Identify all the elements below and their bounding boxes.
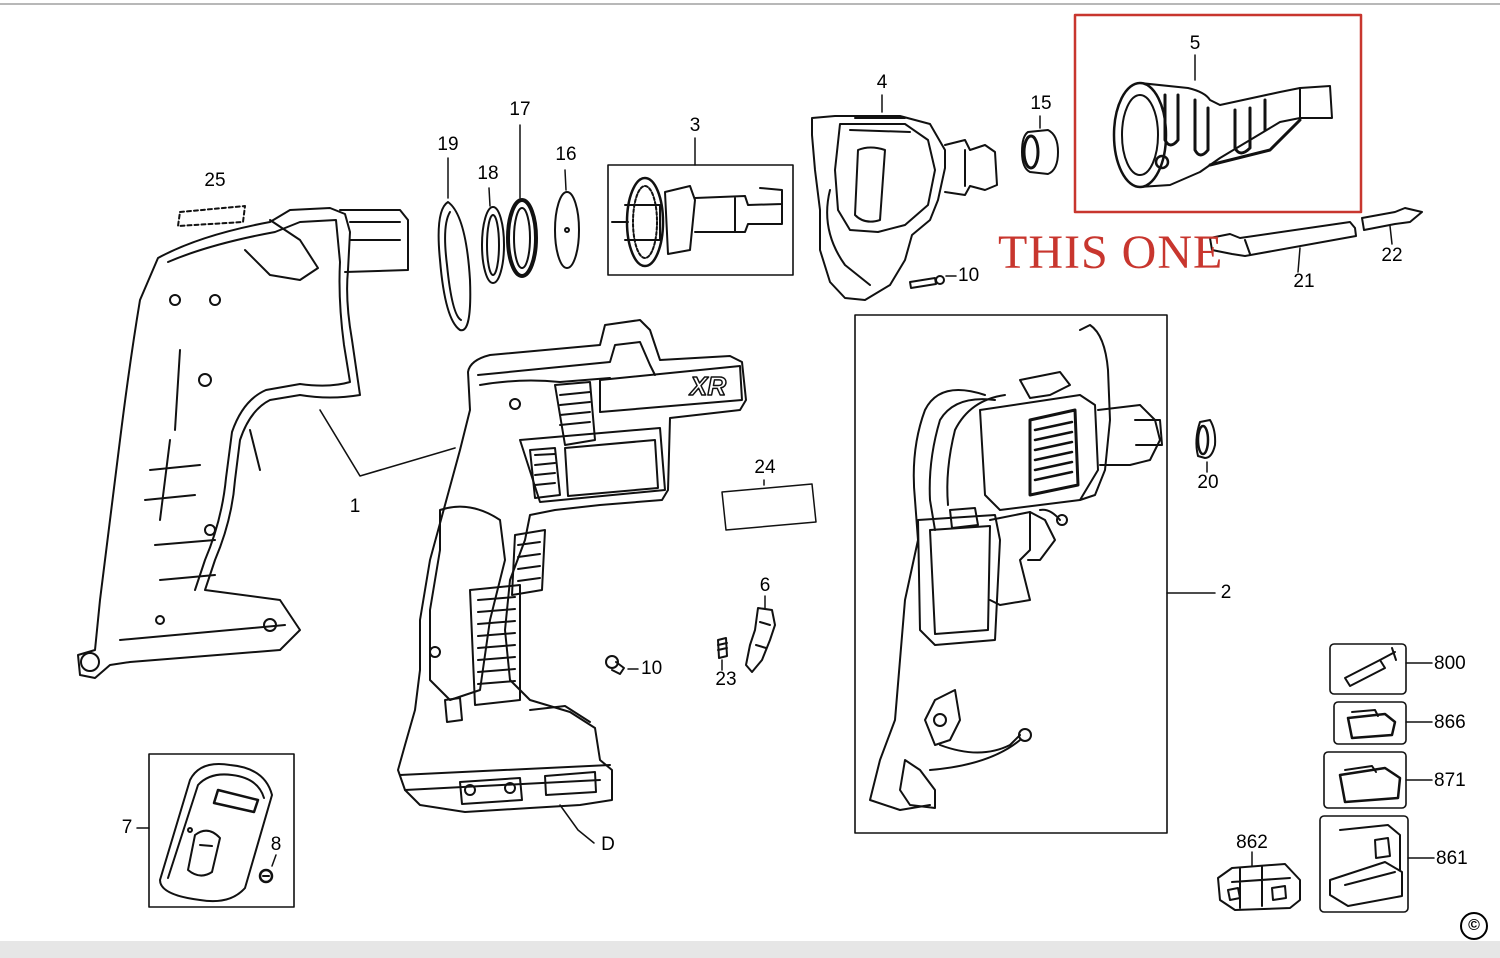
label-part-10-lower: 10 <box>641 658 663 679</box>
label-part-866: 866 <box>1434 712 1466 733</box>
label-part-800: 800 <box>1434 653 1466 674</box>
label-part-8: 8 <box>270 834 282 855</box>
part-15-bearing <box>1021 115 1059 175</box>
label-part-15: 15 <box>1030 93 1052 114</box>
assembled-drill <box>397 319 747 844</box>
copyright-icon: © <box>1460 912 1488 940</box>
label-part-17: 17 <box>509 99 531 120</box>
part-23-spring <box>717 637 728 671</box>
part-3-gear-shaft <box>607 137 794 276</box>
xr-logo: XR <box>688 371 726 401</box>
part-19-ring <box>437 157 472 332</box>
label-part-22: 22 <box>1381 245 1403 266</box>
label-part-18: 18 <box>477 163 499 184</box>
part-10-screw-a <box>909 275 957 289</box>
highlight-annotation-text: THIS ONE <box>998 226 1224 279</box>
label-part-21: 21 <box>1293 271 1315 292</box>
label-part-3: 3 <box>689 115 701 136</box>
part-20-nut <box>1195 419 1217 473</box>
label-part-1: 1 <box>349 496 361 517</box>
top-border-line <box>0 3 1500 5</box>
label-part-23: 23 <box>715 669 737 690</box>
part-10-screw-b <box>605 655 639 675</box>
label-part-D: D <box>601 834 615 855</box>
label-part-24: 24 <box>754 457 776 478</box>
part-861-case-icon <box>1319 815 1435 913</box>
part-800-accessory-icon <box>1329 643 1433 695</box>
part-2-motor-assembly <box>854 314 1216 834</box>
label-part-2: 2 <box>1220 582 1232 603</box>
part-22-bit <box>1361 207 1423 245</box>
part-21-bit-holder <box>1209 221 1357 273</box>
label-part-6: 6 <box>759 575 771 596</box>
part-871-battery-large-icon <box>1323 751 1433 809</box>
label-part-5: 5 <box>1189 33 1201 54</box>
bottom-band <box>0 941 1500 958</box>
label-part-19: 19 <box>437 134 459 155</box>
label-part-20: 20 <box>1197 472 1219 493</box>
part-8-screw <box>258 854 277 884</box>
label-part-7: 7 <box>121 817 133 838</box>
part-18-washer <box>481 187 505 284</box>
part-6-switch-lever <box>745 595 776 673</box>
part-866-battery-small-icon <box>1333 701 1433 745</box>
label-part-25: 25 <box>204 170 226 191</box>
highlight-box <box>1073 13 1363 214</box>
part-862-insert-tray <box>1217 851 1301 911</box>
part-4-gear-housing <box>811 94 998 301</box>
label-part-871: 871 <box>1434 770 1466 791</box>
label-part-862: 862 <box>1236 832 1268 853</box>
label-part-10-upper: 10 <box>958 265 980 286</box>
label-part-861: 861 <box>1436 848 1468 869</box>
part-17-ring <box>506 124 538 278</box>
part-5-nosecone <box>1112 54 1333 189</box>
label-part-16: 16 <box>555 144 577 165</box>
part-1-housing-half <box>77 207 456 679</box>
part-25-label-strip <box>177 205 246 227</box>
label-part-4: 4 <box>876 72 888 93</box>
part-7-belt-clip <box>136 753 295 908</box>
part-16-disc <box>554 169 580 269</box>
part-24-sticker <box>721 479 817 531</box>
